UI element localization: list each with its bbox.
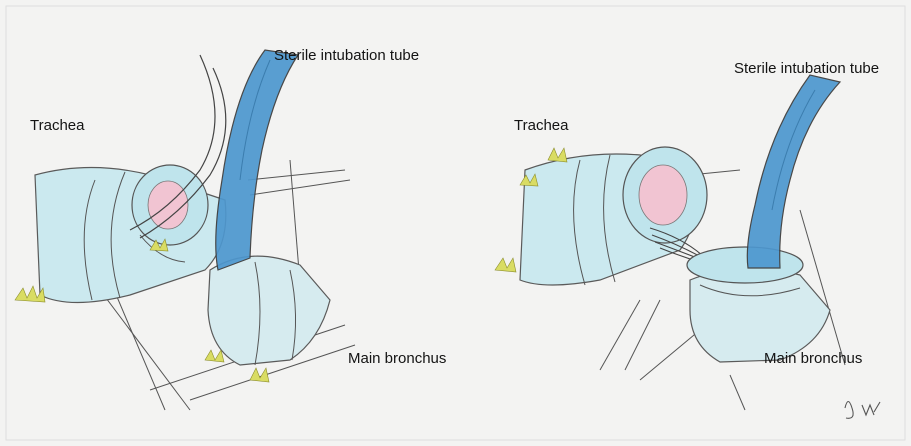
right-tube-label: Sterile intubation tube (734, 61, 879, 76)
left-trachea-label: Trachea (30, 118, 84, 133)
left-tube-label: Sterile intubation tube (274, 48, 419, 63)
left-bronchus-label: Main bronchus (348, 351, 446, 366)
right-bronchus-label: Main bronchus (764, 351, 862, 366)
right-trachea-label: Trachea (514, 118, 568, 133)
